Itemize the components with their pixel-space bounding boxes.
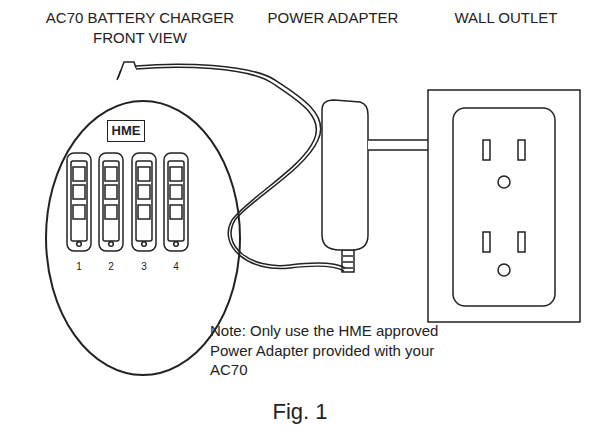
brand-badge: HME [107,120,146,142]
badge-text: HME [112,123,141,139]
cable [136,67,344,271]
slot-number: 2 [104,260,118,273]
outlet-frame [428,90,580,322]
cable [136,64,345,268]
outlet-plate [453,108,555,306]
adapter-body [322,100,368,250]
view-heading: AC70 BATTERY CHARGER FRONT VIEW [33,8,248,47]
figure-caption: Fig. 1 [200,398,400,427]
note-text: Note: Only use the HME approved Power Ad… [210,321,442,380]
part-heading: POWER ADAPTER [253,8,413,28]
slot-number: 1 [72,260,86,273]
strain-relief [342,250,354,272]
dc-plug-tip [117,70,121,80]
slot-number: 3 [137,260,151,273]
part-heading: WALL OUTLET [436,8,576,28]
slot-number: 4 [169,260,183,273]
